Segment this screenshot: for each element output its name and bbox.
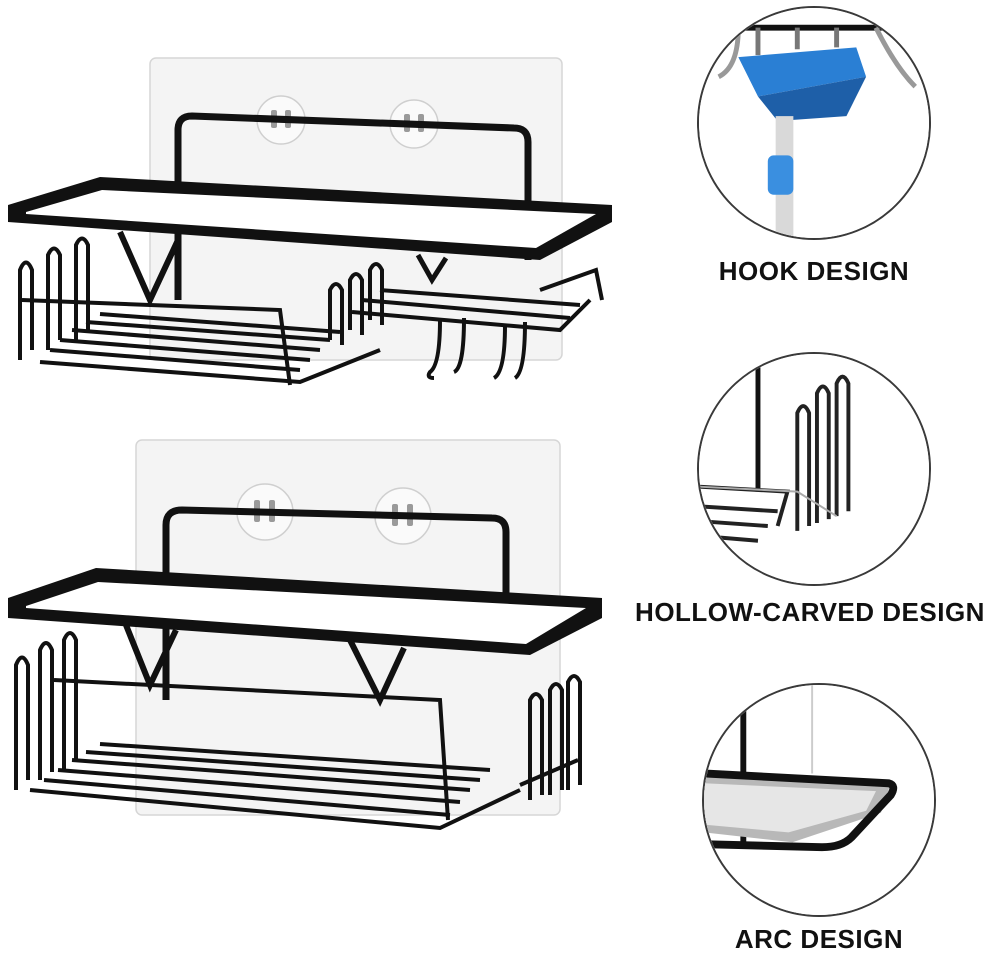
shower-caddy-top-image <box>8 57 612 386</box>
hollow-detail-image <box>699 354 929 584</box>
hook-detail-image <box>699 8 929 238</box>
hook-detail-circle <box>697 6 931 240</box>
hook-design-label: HOOK DESIGN <box>718 256 910 286</box>
product-illustration <box>8 57 612 831</box>
arc-design-label: ARC DESIGN <box>734 924 904 954</box>
arc-detail-circle <box>702 683 936 917</box>
hollow-carved-design-label: HOLLOW-CARVED DESIGN <box>635 597 985 627</box>
shower-caddy-bottom-image <box>8 439 602 831</box>
arc-detail-image <box>704 685 934 915</box>
hollow-detail-circle <box>697 352 931 586</box>
